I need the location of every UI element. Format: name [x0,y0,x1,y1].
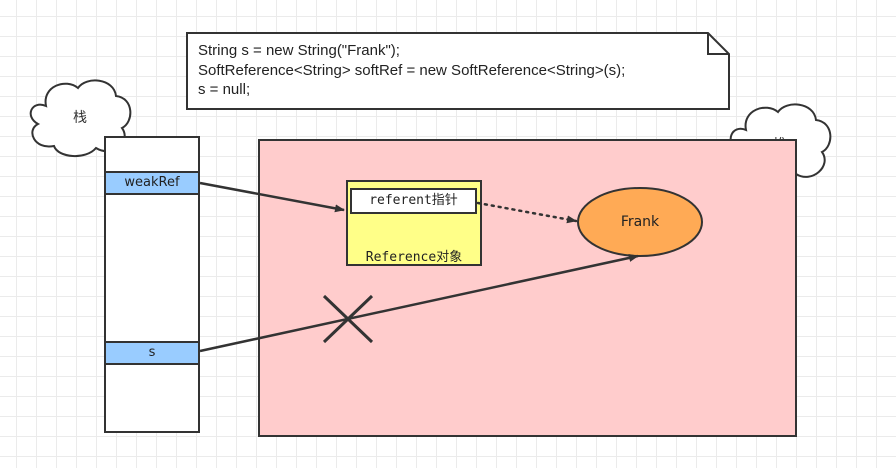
frank-label: Frank [620,214,660,230]
reference-object-label: Reference对象 [365,250,463,265]
referent-pointer-field: referent指针 [350,188,477,214]
stack-slot-weakref: weakRef [104,171,200,195]
code-line-2: SoftReference<String> softRef = new Soft… [198,62,626,79]
code-note: String s = new String("Frank"); SoftRefe… [186,32,730,110]
stack-label: 栈 [73,110,87,126]
code-line-1: String s = new String("Frank"); [198,42,400,59]
stack-slot-s: s [104,341,200,365]
heap-region [258,139,797,437]
code-line-3: s = null; [198,81,251,98]
